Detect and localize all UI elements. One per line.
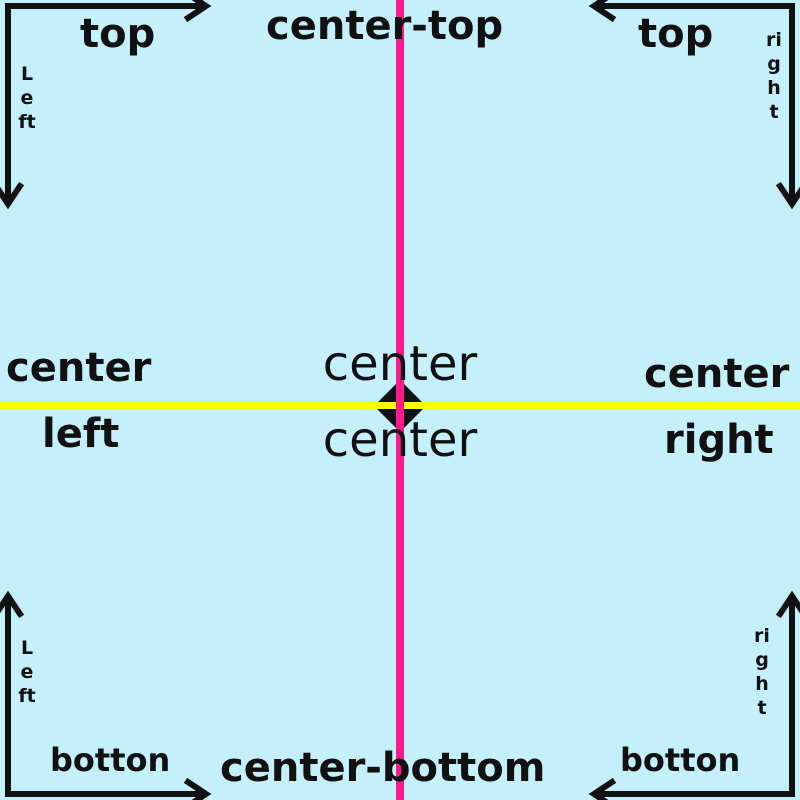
label-center-top: center-top (266, 3, 504, 49)
label-bottom-right: botton (620, 741, 741, 779)
label-top-right: top (638, 11, 714, 57)
label-top-left: top (80, 11, 156, 57)
label-center-line1: center (322, 336, 478, 392)
label-right-vertical-top: right (766, 29, 782, 123)
label-left-vertical-bottom: Left (18, 637, 36, 707)
label-center-left-line2: left (42, 411, 120, 457)
corner-arrow-icon (0, 590, 212, 800)
label-center-right-line2: right (664, 417, 774, 463)
label-center-bottom: center-bottom (220, 745, 546, 791)
corner-arrow-icon (588, 590, 800, 800)
diamond-marker-icon (372, 380, 428, 432)
corner-arrow-icon (0, 0, 212, 210)
label-bottom-left: botton (50, 741, 171, 779)
label-center-line2: center (322, 412, 478, 468)
label-center-right-line1: center (644, 351, 790, 397)
corner-arrow-icon (588, 0, 800, 210)
label-left-vertical-top: Left (18, 63, 36, 133)
label-center-left-line1: center (6, 345, 152, 391)
label-right-vertical-bottom: right (754, 625, 770, 719)
